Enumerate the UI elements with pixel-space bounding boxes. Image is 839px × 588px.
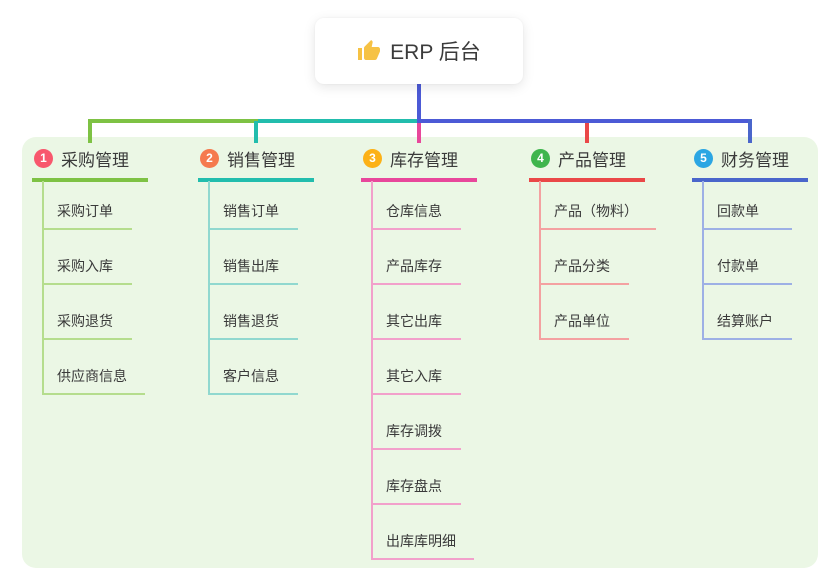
child-node-label: 付款单 — [717, 258, 759, 274]
connector-drop — [88, 119, 92, 143]
child-node-label: 供应商信息 — [57, 368, 127, 384]
branch-node-2[interactable]: 2 销售管理 — [198, 146, 314, 182]
child-node[interactable]: 采购订单 — [44, 181, 132, 230]
branch-children: 销售订单销售出库销售退货客户信息 — [208, 181, 298, 395]
child-node[interactable]: 付款单 — [704, 230, 792, 285]
child-node[interactable]: 产品单位 — [541, 285, 629, 340]
branch-node-1[interactable]: 1 采购管理 — [32, 146, 148, 182]
child-node[interactable]: 销售订单 — [210, 181, 298, 230]
branch-index-badge: 5 — [694, 149, 713, 168]
connector-drop — [254, 121, 258, 143]
root-node[interactable]: ERP 后台 — [315, 18, 523, 84]
child-node[interactable]: 产品库存 — [373, 230, 461, 285]
child-node-label: 结算账户 — [717, 313, 773, 329]
child-node[interactable]: 其它出库 — [373, 285, 461, 340]
branch-children: 采购订单采购入库采购退货供应商信息 — [42, 181, 145, 395]
child-node-label: 库存盘点 — [386, 478, 442, 494]
branch-node-label: 采购管理 — [61, 151, 129, 170]
child-node[interactable]: 产品分类 — [541, 230, 629, 285]
child-node[interactable]: 产品（物料） — [541, 181, 656, 230]
child-node[interactable]: 库存调拨 — [373, 395, 461, 450]
branch-index-badge: 1 — [34, 149, 53, 168]
child-node-label: 采购入库 — [57, 258, 113, 274]
branch-children: 回款单付款单结算账户 — [702, 181, 792, 340]
child-node-label: 回款单 — [717, 203, 759, 219]
branch-node-label: 销售管理 — [227, 151, 295, 170]
branch-node-label: 产品管理 — [558, 151, 626, 170]
child-node[interactable]: 采购退货 — [44, 285, 132, 340]
branch-index-badge: 3 — [363, 149, 382, 168]
connector-segment — [258, 119, 419, 123]
child-node-label: 其它入库 — [386, 368, 442, 384]
child-node[interactable]: 其它入库 — [373, 340, 461, 395]
child-node[interactable]: 销售出库 — [210, 230, 298, 285]
child-node-label: 销售退货 — [223, 313, 279, 329]
child-node[interactable]: 仓库信息 — [373, 181, 461, 230]
connector-segment — [88, 119, 258, 123]
branch-node-label: 财务管理 — [721, 151, 789, 170]
thumbs-up-icon — [357, 39, 381, 63]
branch-index-badge: 2 — [200, 149, 219, 168]
root-node-label: ERP 后台 — [390, 41, 481, 64]
branch-node-3[interactable]: 3 库存管理 — [361, 146, 477, 182]
branch-node-4[interactable]: 4 产品管理 — [529, 146, 645, 182]
child-node-label: 其它出库 — [386, 313, 442, 329]
branch-node-5[interactable]: 5 财务管理 — [692, 146, 808, 182]
child-node-label: 销售订单 — [223, 203, 279, 219]
child-node[interactable]: 采购入库 — [44, 230, 132, 285]
branch-index-badge: 4 — [531, 149, 550, 168]
child-node[interactable]: 出库库明细 — [373, 505, 474, 560]
child-node[interactable]: 回款单 — [704, 181, 792, 230]
child-node[interactable]: 供应商信息 — [44, 340, 145, 395]
child-node-label: 采购退货 — [57, 313, 113, 329]
branch-children: 仓库信息产品库存其它出库其它入库库存调拨库存盘点出库库明细 — [371, 181, 474, 560]
child-node-label: 库存调拨 — [386, 423, 442, 439]
root-connector-line — [417, 84, 421, 121]
child-node[interactable]: 库存盘点 — [373, 450, 461, 505]
branch-node-label: 库存管理 — [390, 151, 458, 170]
connector-drop — [585, 123, 589, 143]
connector-segment — [417, 119, 752, 123]
connector-drop — [748, 119, 752, 143]
branches-panel — [22, 137, 818, 568]
child-node[interactable]: 结算账户 — [704, 285, 792, 340]
child-node[interactable]: 客户信息 — [210, 340, 298, 395]
child-node[interactable]: 销售退货 — [210, 285, 298, 340]
child-node-label: 产品单位 — [554, 313, 610, 329]
child-node-label: 销售出库 — [223, 258, 279, 274]
child-node-label: 仓库信息 — [386, 203, 442, 219]
child-node-label: 客户信息 — [223, 368, 279, 384]
child-node-label: 产品库存 — [386, 258, 442, 274]
child-node-label: 采购订单 — [57, 203, 113, 219]
branch-children: 产品（物料） 产品分类产品单位 — [539, 181, 656, 340]
child-node-label: 出库库明细 — [386, 533, 456, 549]
connector-drop — [417, 123, 421, 143]
child-node-label: 产品分类 — [554, 258, 610, 274]
child-node-label: 产品（物料） — [554, 203, 638, 219]
